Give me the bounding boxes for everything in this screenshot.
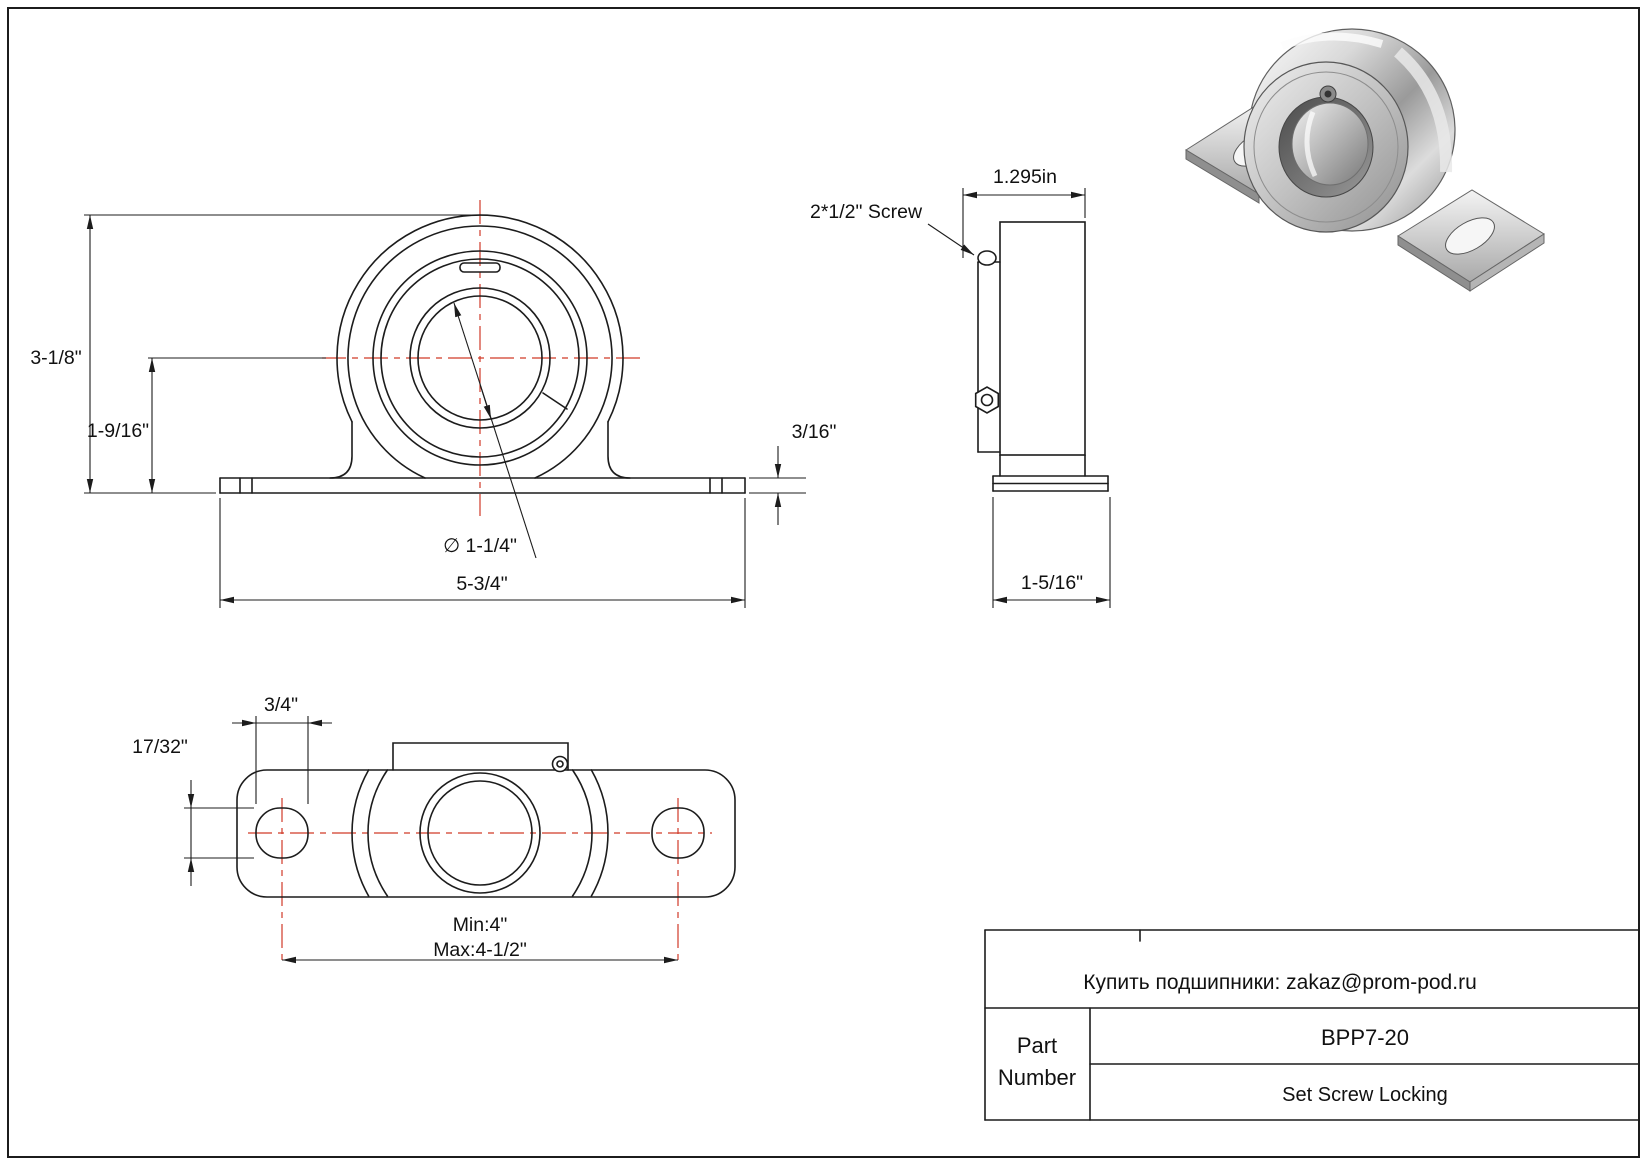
part-label-line2: Number (998, 1065, 1076, 1090)
lube-slot (459, 262, 501, 273)
dim-bolt-max: Max:4-1/2" (433, 939, 527, 961)
dim-base-width: 5-3/4" (456, 573, 507, 595)
dim-base-depth: 1-5/16" (1021, 572, 1083, 594)
part-number: BPP7-20 (1321, 1025, 1409, 1050)
contact-text: Купить подшипники: zakaz@prom-pod.ru (1083, 971, 1477, 994)
set-screw-head (977, 250, 997, 266)
top-view: 3/4" 17/32" Min:4" Max:4-1/2" (132, 694, 736, 966)
flange-right-hole (1445, 217, 1495, 255)
dim-bolt-min: Min:4" (453, 914, 508, 936)
bolt-slot-left (255, 807, 309, 859)
bolt-slot-right (651, 807, 705, 859)
dim-center-height: 1-9/16" (87, 420, 149, 442)
title-block: Купить подшипники: zakaz@prom-pod.ru Par… (984, 929, 1640, 1121)
dim-slot-width: 3/4" (264, 694, 298, 716)
base-plate (236, 769, 736, 898)
screw-label: 2*1/2" Screw (810, 201, 923, 223)
dim-base-thickness: 3/16" (792, 421, 837, 443)
dim-slot-length: 17/32" (132, 736, 188, 758)
front-view: 3-1/8" 1-9/16" 5-3/4" ∅ 1-1/4" 3/16" (30, 200, 837, 608)
locking-type: Set Screw Locking (1282, 1084, 1448, 1106)
dim-top-width: 1.295in (993, 166, 1057, 188)
shaft-bore (1291, 102, 1369, 186)
part-label-line1: Part (1017, 1033, 1057, 1058)
set-screw-mark (542, 392, 568, 410)
dim-overall-height: 3-1/8" (30, 347, 81, 369)
hex-screw (974, 386, 1000, 414)
dim-bore-diameter: ∅ 1-1/4" (443, 535, 517, 557)
render-3d (1185, 28, 1545, 292)
set-screw-top (551, 755, 569, 773)
side-view: 1.295in 2*1/2" Screw 1-5/16" (810, 166, 1111, 608)
sheet-border (7, 7, 1640, 1158)
